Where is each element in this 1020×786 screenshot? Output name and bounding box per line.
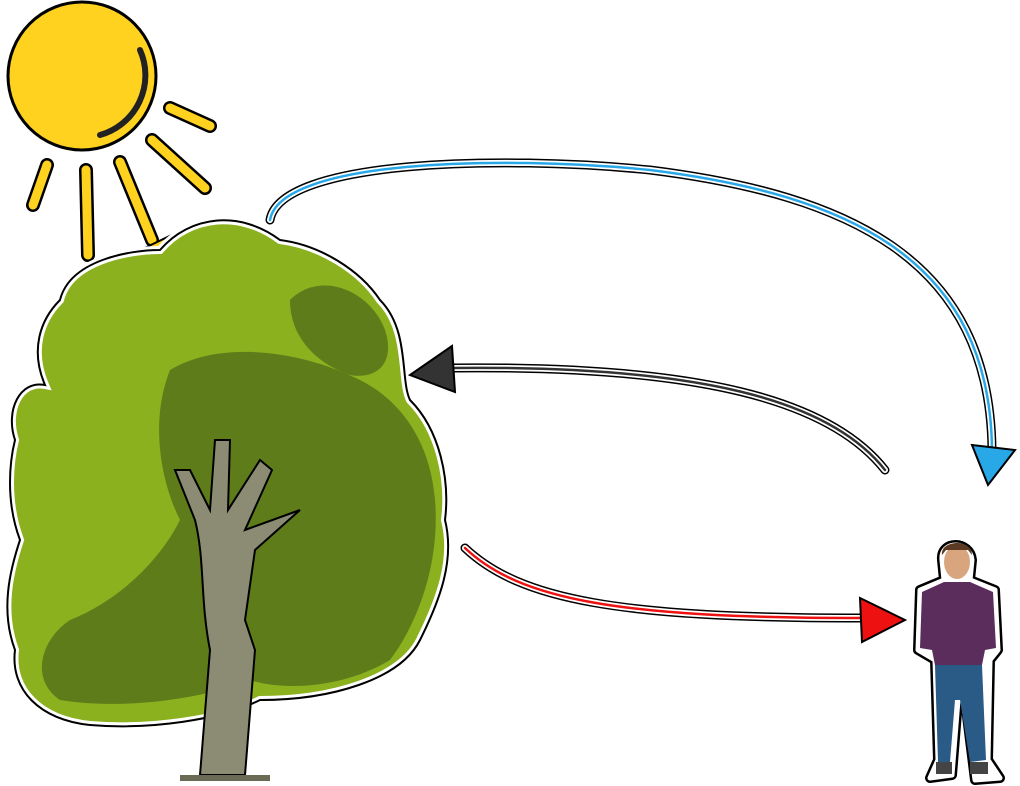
- tree-icon: [3, 216, 453, 781]
- carbon-dioxide-arrow: [407, 344, 890, 475]
- person-icon: [913, 540, 1005, 785]
- food-energy-arrow: [460, 543, 908, 644]
- oxygen-arrow: [265, 158, 1017, 487]
- sun-icon: [6, 0, 217, 262]
